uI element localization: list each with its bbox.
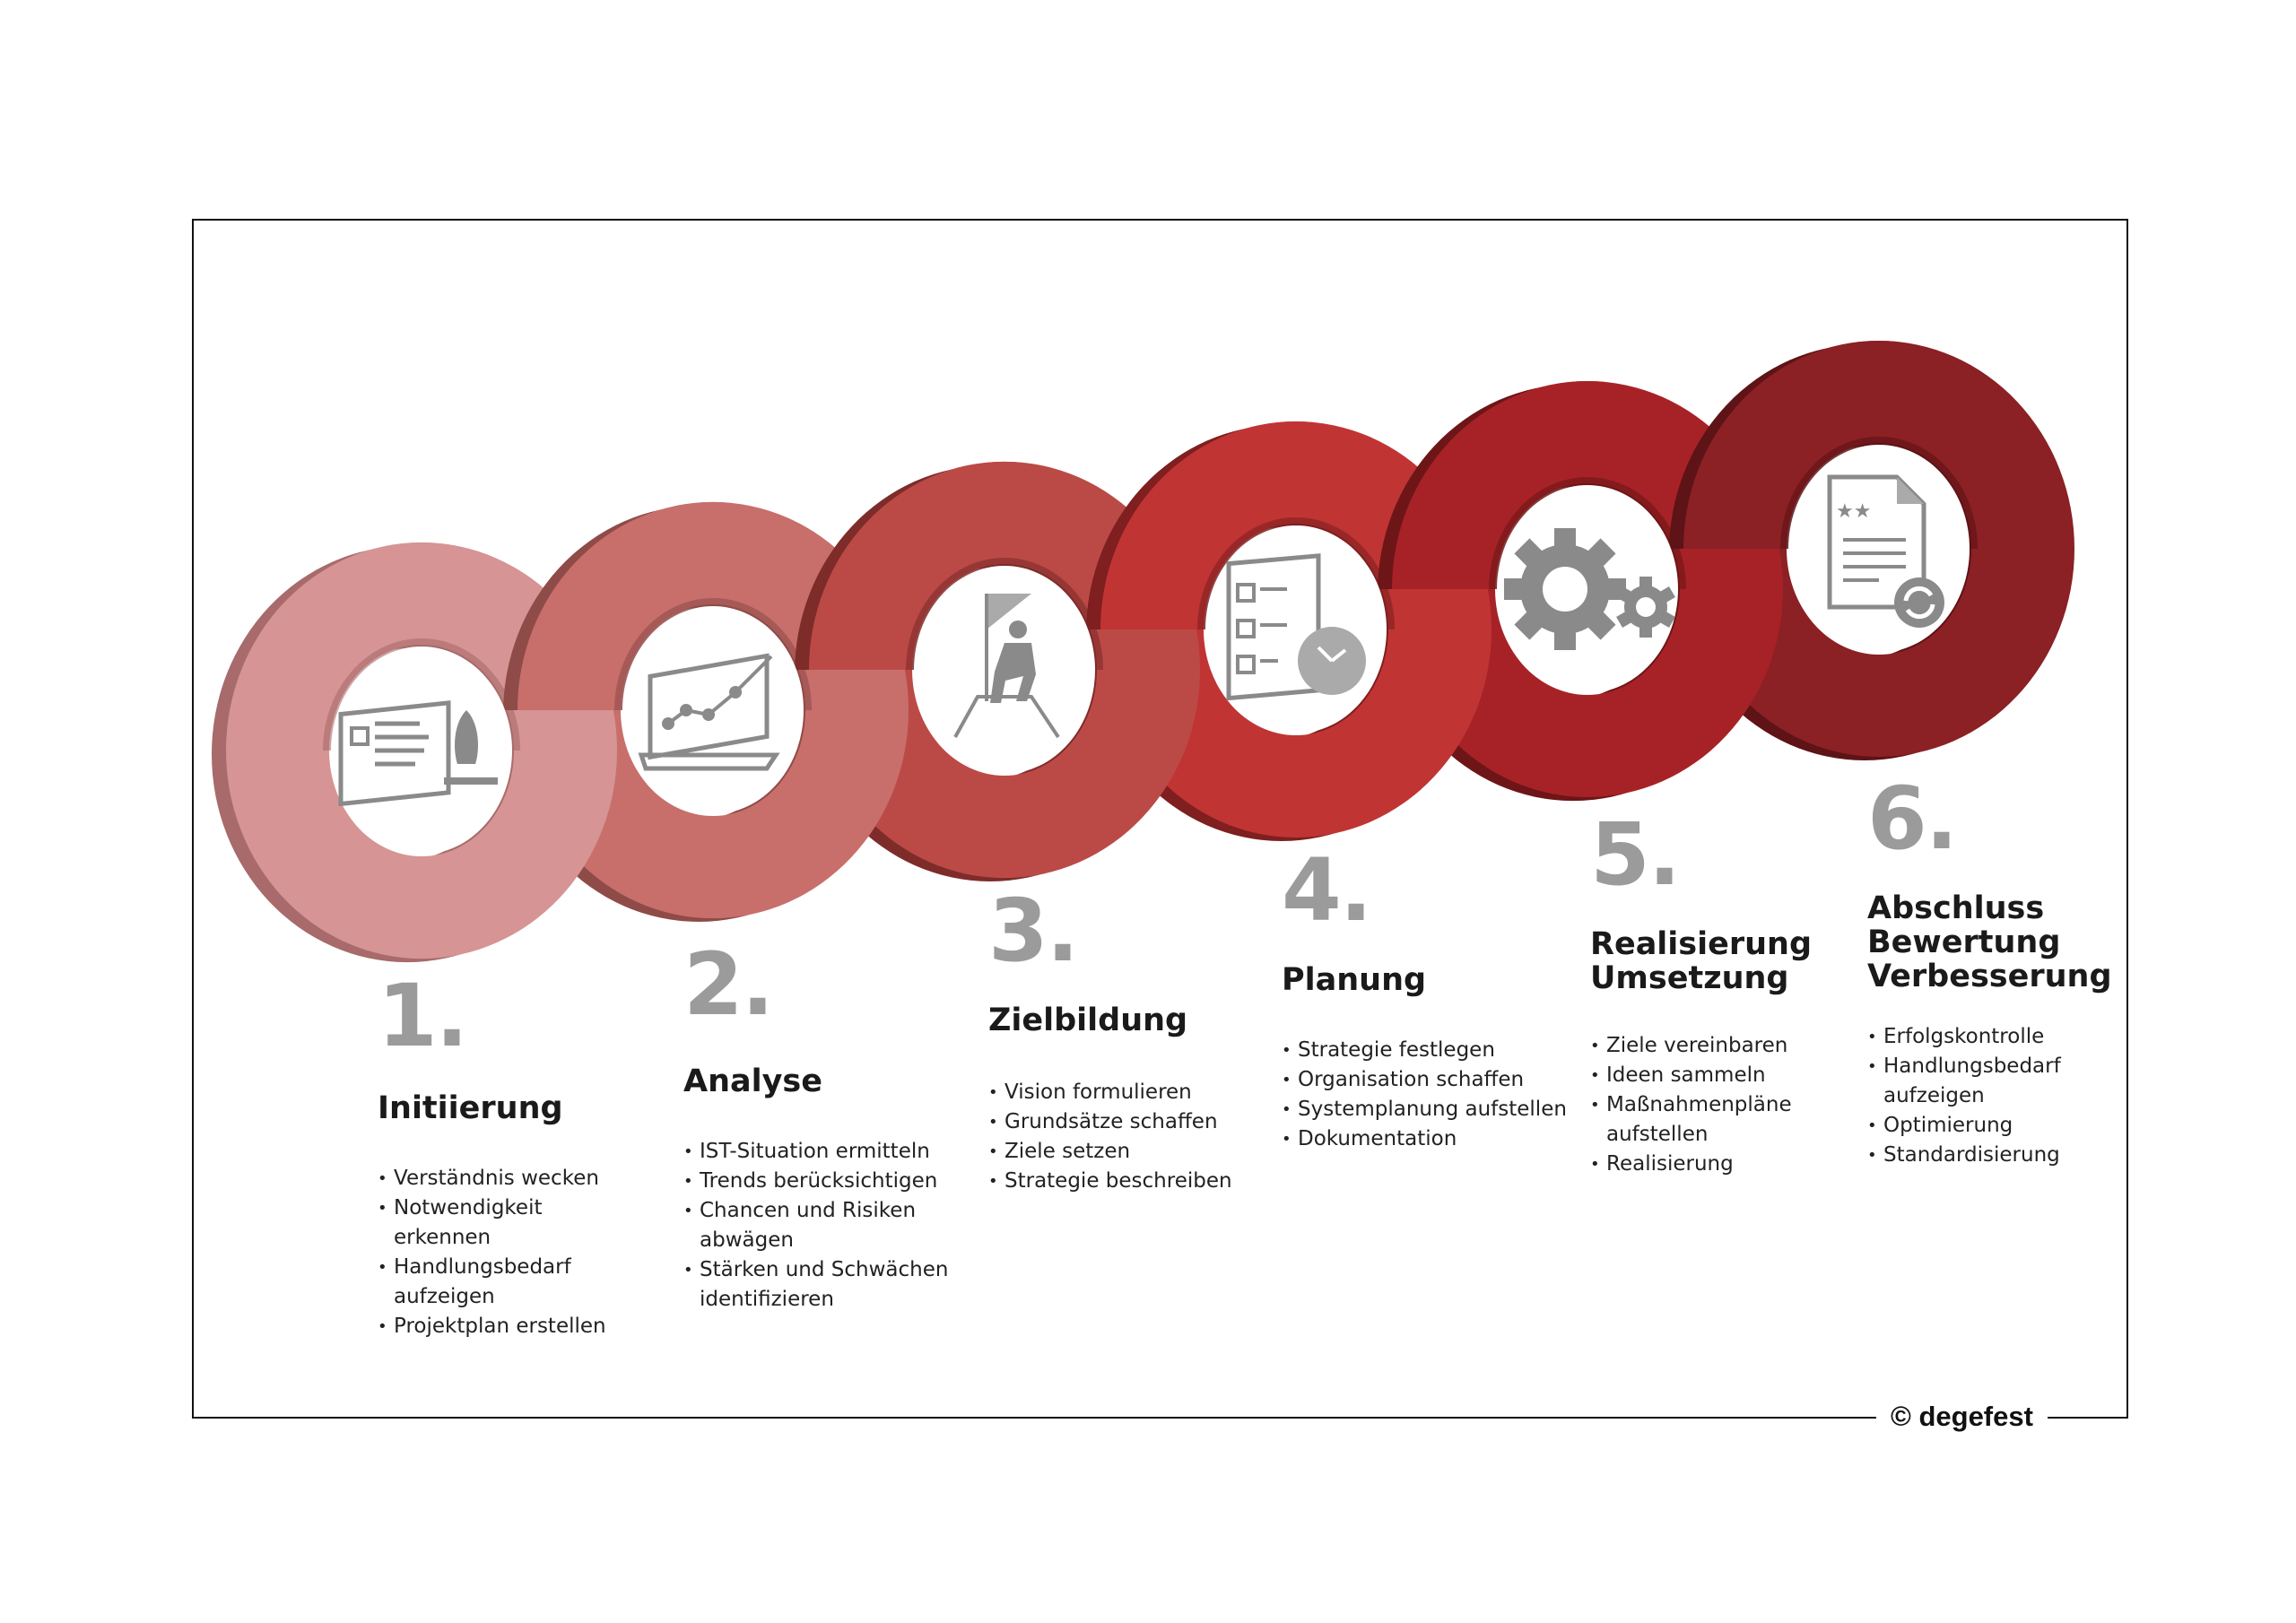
- list-item-line: Stärken und Schwächen: [700, 1258, 949, 1281]
- gears-icon: [1504, 528, 1675, 650]
- list-item-line: Dokumentation: [1298, 1127, 1457, 1150]
- laptop-chart-icon: [638, 653, 780, 771]
- list-item-line: Notwendigkeit: [394, 1196, 543, 1219]
- list-item: Grundsätze schaffen: [988, 1107, 1232, 1137]
- list-item-line: IST-Situation ermitteln: [700, 1140, 930, 1163]
- step-title: Initiierung: [378, 1090, 563, 1126]
- list-item-line: Verständnis wecken: [394, 1167, 599, 1190]
- step-title-line: Realisierung: [1590, 926, 1813, 962]
- list-item: Strategie festlegen: [1282, 1036, 1567, 1065]
- list-item: IST-Situation ermitteln: [683, 1137, 948, 1167]
- list-item-line: Ziele setzen: [1004, 1140, 1131, 1163]
- list-item: Organisation schaffen: [1282, 1065, 1567, 1095]
- list-item-line: Ideen sammeln: [1606, 1063, 1766, 1087]
- list-item-line: aufzeigen: [394, 1285, 495, 1308]
- ring-6: [1669, 341, 1897, 549]
- list-item: Optimierung: [1867, 1111, 2061, 1141]
- step-items: ErfolgskontrolleHandlungsbedarf aufzeigen…: [1867, 1022, 2061, 1170]
- list-item: Handlungsbedarf aufzeigen: [1867, 1052, 2061, 1111]
- list-item: Notwendigkeit erkennen: [378, 1193, 606, 1253]
- step-title-line: Umsetzung: [1590, 959, 1789, 996]
- list-item: Ziele setzen: [988, 1137, 1232, 1167]
- step-number: 1.: [378, 966, 468, 1066]
- step-title-line: Planung: [1282, 962, 1427, 998]
- ring-4: [1086, 421, 1314, 629]
- step-number: 2.: [683, 934, 774, 1035]
- list-item-line: aufstellen: [1606, 1123, 1709, 1146]
- step-items: IST-Situation ermittelnTrends berücksich…: [683, 1137, 948, 1315]
- list-item: Handlungsbedarf aufzeigen: [378, 1253, 606, 1312]
- list-item-line: Strategie beschreiben: [1004, 1169, 1232, 1193]
- list-item: Trends berücksichtigen: [683, 1167, 948, 1196]
- list-item-line: Systemplanung aufstellen: [1298, 1098, 1567, 1121]
- list-item: Dokumentation: [1282, 1124, 1567, 1154]
- list-item: Ziele vereinbaren: [1590, 1031, 1792, 1061]
- step-title-line: Analyse: [683, 1063, 823, 1099]
- list-item-line: Grundsätze schaffen: [1004, 1110, 1218, 1133]
- list-item: Verständnis wecken: [378, 1164, 606, 1193]
- step-title: Zielbildung: [988, 1002, 1188, 1038]
- step-title-line: Bewertung: [1867, 924, 2061, 960]
- step-items: Vision formulierenGrundsätze schaffenZie…: [988, 1078, 1232, 1196]
- list-item: Maßnahmenpläne aufstellen: [1590, 1090, 1792, 1150]
- list-item-line: Organisation schaffen: [1298, 1068, 1525, 1091]
- list-item-line: Ziele vereinbaren: [1606, 1034, 1788, 1057]
- list-item-line: Vision formulieren: [1004, 1081, 1192, 1104]
- step-title-line: Abschluss: [1867, 890, 2045, 926]
- document-refresh-icon: ★★: [1827, 474, 1944, 628]
- ring-3: [795, 462, 1022, 670]
- ring-5: [1378, 381, 1605, 589]
- list-item-line: abwägen: [700, 1228, 794, 1252]
- step-items: Verständnis weckenNotwendigkeit erkennenH…: [378, 1164, 606, 1341]
- step-title-line: Verbesserung: [1867, 958, 2112, 994]
- step-items: Strategie festlegenOrganisation schaffen…: [1282, 1036, 1567, 1154]
- checklist-clock-icon: [1226, 553, 1366, 701]
- step-items: Ziele vereinbarenIdeen sammelnMaßnahmenp…: [1590, 1031, 1792, 1179]
- list-item-line: Optimierung: [1883, 1114, 2013, 1137]
- list-item: Vision formulieren: [988, 1078, 1232, 1107]
- list-item: Ideen sammeln: [1590, 1061, 1792, 1090]
- list-item-line: Erfolgskontrolle: [1883, 1025, 2045, 1048]
- step-number: 3.: [988, 881, 1079, 981]
- ring-2: [503, 502, 731, 710]
- list-item-line: Trends berücksichtigen: [700, 1169, 938, 1193]
- list-item-line: aufzeigen: [1883, 1084, 1985, 1107]
- diagram-frame: [192, 219, 2128, 1419]
- list-item: Systemplanung aufstellen: [1282, 1095, 1567, 1124]
- list-item-line: Projektplan erstellen: [394, 1315, 606, 1338]
- list-item: Realisierung: [1590, 1150, 1792, 1179]
- list-item: Projektplan erstellen: [378, 1312, 606, 1341]
- step-number: 4.: [1282, 840, 1372, 941]
- list-item-line: Chancen und Risiken: [700, 1199, 917, 1222]
- list-item-line: Handlungsbedarf: [394, 1255, 571, 1279]
- step-number: 6.: [1867, 768, 1958, 869]
- step-title: Planung: [1282, 962, 1427, 998]
- step-title-line: Initiierung: [378, 1090, 563, 1126]
- list-item-line: Maßnahmenpläne: [1606, 1093, 1792, 1116]
- svg-text:★★: ★★: [1836, 500, 1871, 523]
- list-item: Standardisierung: [1867, 1141, 2061, 1170]
- step-number: 5.: [1590, 804, 1681, 905]
- step-title-line: Zielbildung: [988, 1002, 1188, 1038]
- list-item-line: Strategie festlegen: [1298, 1038, 1495, 1062]
- list-item: Stärken und Schwächen identifizieren: [683, 1255, 948, 1315]
- list-item-line: Handlungsbedarf: [1883, 1055, 2061, 1078]
- list-item: Strategie beschreiben: [988, 1167, 1232, 1196]
- list-item-line: erkennen: [394, 1226, 491, 1249]
- list-item-line: Standardisierung: [1883, 1143, 2060, 1167]
- list-item-line: identifizieren: [700, 1288, 834, 1311]
- climber-flag-icon: [953, 594, 1060, 739]
- list-item: Erfolgskontrolle: [1867, 1022, 2061, 1052]
- presentation-rocket-icon: [338, 700, 498, 807]
- copyright-label: © degefest: [1876, 1399, 2048, 1435]
- list-item-line: Realisierung: [1606, 1152, 1734, 1176]
- step-title: Analyse: [683, 1063, 823, 1099]
- list-item: Chancen und Risiken abwägen: [683, 1196, 948, 1255]
